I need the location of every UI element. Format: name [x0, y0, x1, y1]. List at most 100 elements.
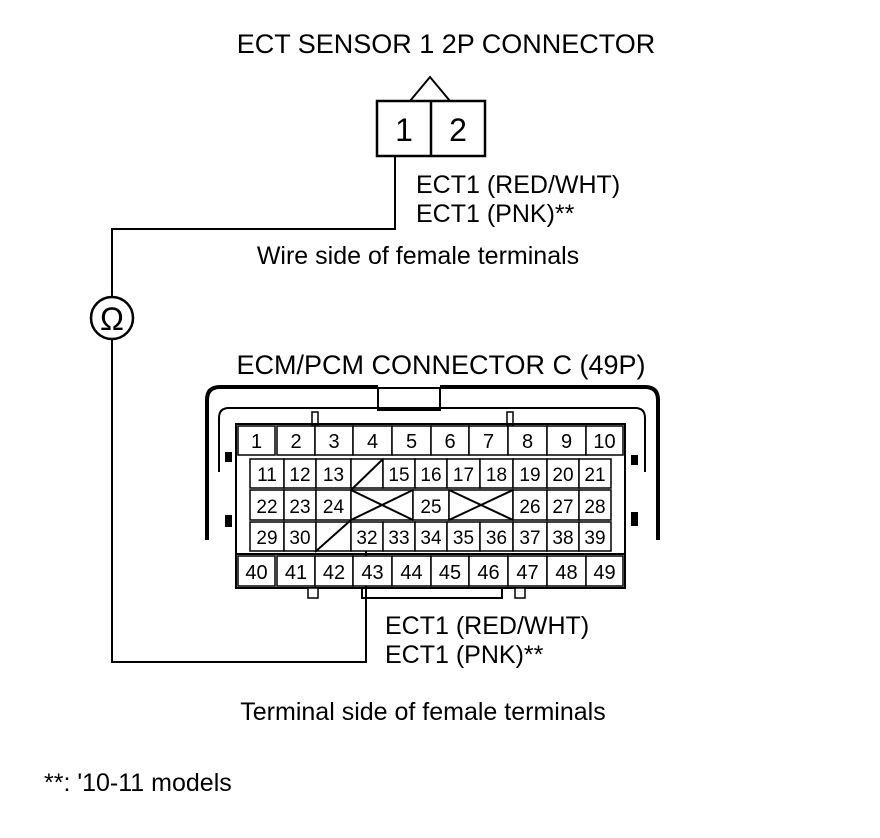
pin-number: 44 — [400, 562, 422, 584]
pin-number: 45 — [439, 562, 461, 584]
pin-cavity — [512, 458, 548, 489]
sensor-wire-label-2: ECT1 (PNK)** — [416, 200, 575, 228]
pin-number: 24 — [323, 497, 345, 518]
pin-number: 46 — [477, 562, 499, 584]
pin-number: 33 — [388, 528, 409, 549]
pin-number: 21 — [584, 465, 605, 486]
pin-number: 37 — [519, 528, 540, 549]
pin-number: 38 — [552, 528, 573, 549]
pin-number: 20 — [552, 465, 573, 486]
ecm-clip-left-lower — [225, 515, 232, 527]
pin-number: 29 — [256, 528, 277, 549]
ecm-shell-lock-tab — [377, 387, 441, 411]
pin-cavity — [283, 458, 317, 489]
pin-number: 16 — [420, 465, 441, 486]
pin-number: 48 — [555, 562, 577, 584]
ecm-foot-right — [514, 587, 526, 599]
pin-cavity — [315, 458, 352, 489]
pin-cavity — [237, 555, 276, 587]
pin-cavity — [382, 458, 416, 489]
ecm-side-note: Terminal side of female terminals — [240, 698, 605, 726]
pin-number: 23 — [289, 497, 310, 518]
sensor-wire-label-1: ECT1 (RED/WHT) — [416, 171, 620, 199]
pin-number: 25 — [420, 497, 441, 518]
pin-cavity — [546, 489, 580, 521]
pin-number: 10 — [593, 431, 615, 453]
pin-number: 40 — [245, 562, 267, 584]
ecm-wire-label-1: ECT1 (RED/WHT) — [385, 612, 589, 640]
pin-cavity — [479, 458, 514, 489]
sensor-pin-2: 2 — [449, 112, 467, 148]
pin-cavity — [276, 425, 316, 456]
ecm-clip-right-upper — [631, 455, 638, 465]
pin-cavity — [507, 425, 548, 456]
pin-number: 9 — [561, 431, 572, 453]
ecm-clip-left-upper — [225, 452, 232, 462]
pin-cavity — [352, 425, 393, 456]
pin-number: 3 — [328, 431, 339, 453]
pin-number: 36 — [486, 528, 507, 549]
ecm-bottom-bracket — [361, 588, 503, 599]
pin-number: 4 — [367, 431, 378, 453]
pin-cavity — [283, 521, 317, 552]
ecm-foot-left — [307, 587, 319, 599]
pin-cavity — [546, 458, 580, 489]
pin-cavity — [314, 555, 354, 587]
pin-number: 17 — [453, 465, 474, 486]
pin-cavity — [391, 555, 432, 587]
ecm-shell-inner — [218, 407, 646, 472]
pin-cavity — [237, 425, 276, 456]
pin-number: 28 — [584, 497, 605, 518]
pin-cavity — [585, 425, 624, 456]
blocked-cavity-diagonal — [314, 519, 352, 553]
pin-cavity — [382, 521, 416, 552]
pin-number: 26 — [519, 497, 540, 518]
test-lead-upper — [111, 156, 396, 297]
pin-number: 39 — [584, 528, 605, 549]
pin-cavity — [430, 555, 470, 587]
pin-number: 34 — [420, 528, 442, 549]
blocked-cavity-x — [350, 489, 414, 521]
pin-number: 22 — [256, 497, 277, 518]
pin-number: 2 — [290, 431, 301, 453]
pin-number: 41 — [285, 562, 307, 584]
pin-number: 7 — [483, 431, 494, 453]
pin-number: 30 — [289, 528, 310, 549]
pin-number: 47 — [516, 562, 538, 584]
pin-number: 32 — [356, 528, 377, 549]
pin-number: 18 — [486, 465, 507, 486]
pin-number: 1 — [251, 431, 262, 453]
pin-number: 15 — [388, 465, 409, 486]
ecm-clip-right-lower — [631, 512, 638, 526]
sensor-pin-1: 1 — [395, 112, 413, 148]
pin-number: 19 — [519, 465, 540, 486]
ecm-body-outline — [235, 423, 626, 555]
pin-cavity — [578, 489, 612, 521]
ecm-body-bottom-row — [235, 553, 626, 589]
footnote: **: '10-11 models — [44, 769, 232, 797]
pin-number: 8 — [522, 431, 533, 453]
blocked-cavity-diagonal — [350, 458, 384, 491]
sensor-connector-title: ECT SENSOR 1 2P CONNECTOR — [237, 29, 656, 59]
pin-number: 43 — [361, 562, 383, 584]
sensor-connector-latch — [409, 75, 451, 102]
blocked-cavity-x — [448, 489, 514, 521]
ecm-wire-label-2: ECT1 (PNK)** — [385, 641, 544, 669]
pin-number: 42 — [323, 562, 345, 584]
pin-cavity — [585, 555, 624, 587]
pin-cavity — [507, 555, 548, 587]
ohm-icon: Ω — [100, 301, 124, 337]
ohmmeter — [89, 295, 135, 341]
pin-number: 49 — [593, 562, 615, 584]
pin-number: 12 — [289, 465, 310, 486]
pin-number: 6 — [444, 431, 455, 453]
pin-cavity — [578, 521, 612, 552]
pin-cavity — [412, 489, 450, 521]
pin-cavity — [578, 458, 612, 489]
pin-number: 27 — [552, 497, 573, 518]
pin-number: 11 — [257, 465, 277, 486]
pin-number: 5 — [406, 431, 417, 453]
sensor-side-note: Wire side of female terminals — [257, 242, 579, 270]
